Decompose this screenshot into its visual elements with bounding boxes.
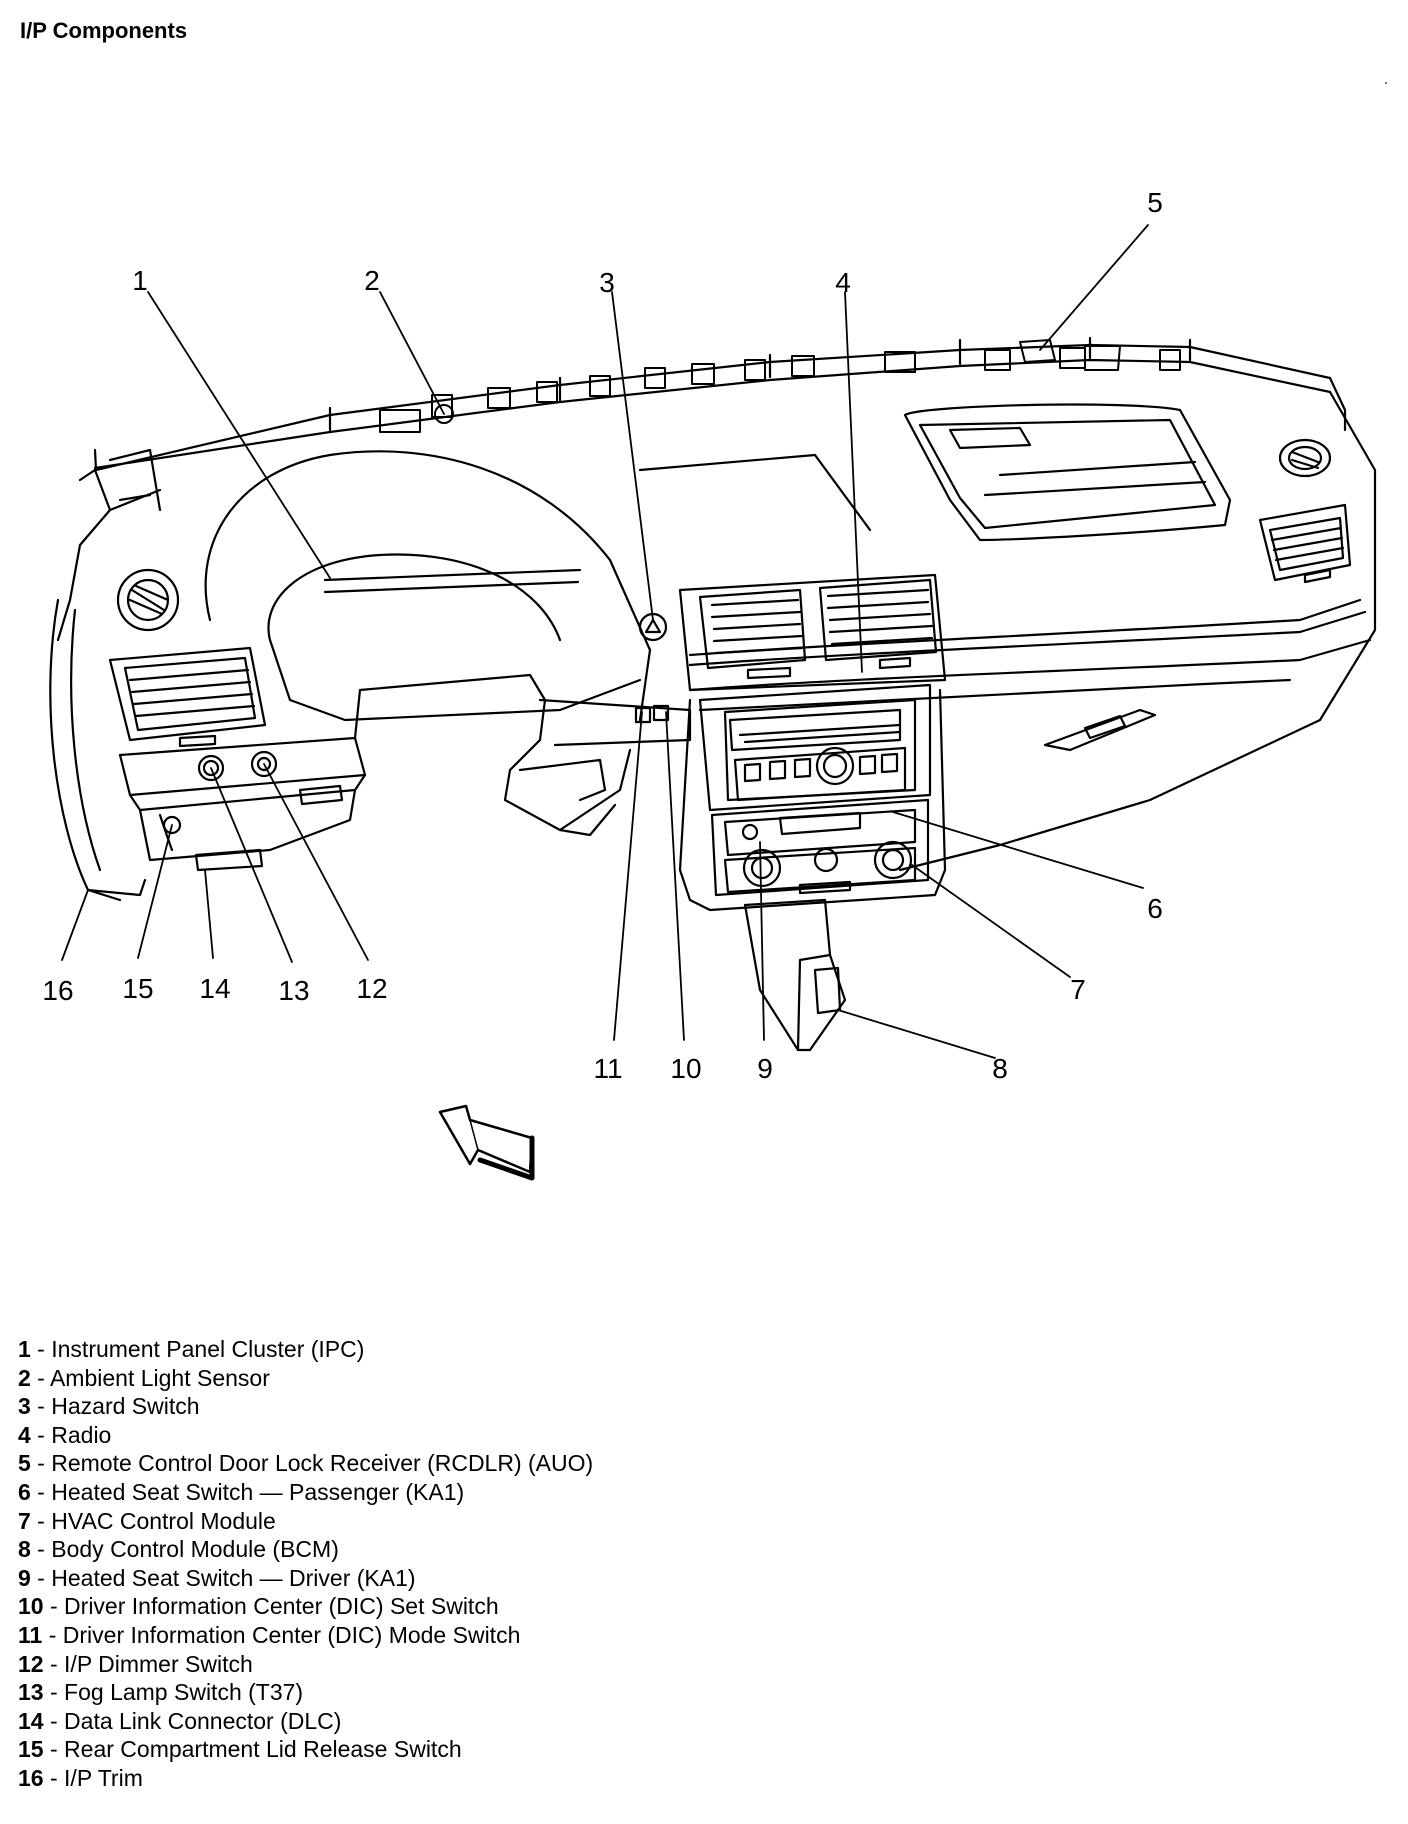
bcm — [743, 898, 847, 1052]
direction-arrow — [438, 1104, 535, 1181]
callout-1: 1 — [132, 265, 148, 296]
callout-10: 10 — [670, 1053, 701, 1084]
left-round-vent — [116, 568, 180, 632]
callout-14: 14 — [199, 973, 230, 1004]
callout-13: 13 — [278, 975, 309, 1006]
callout-15: 15 — [122, 973, 153, 1004]
callout-6: 6 — [1147, 893, 1163, 924]
callout-12: 12 — [356, 973, 387, 1004]
passenger-right-round-vent — [1278, 438, 1332, 478]
legend-item: 2 - Ambient Light Sensor — [18, 1364, 270, 1391]
instrument-panel-diagram: 1 2 3 4 5 6 7 8 9 10 11 12 13 14 15 16 — [42, 187, 1377, 1181]
dash-top-edge — [93, 336, 1332, 472]
ip-trim-left — [49, 448, 162, 902]
leader-lines — [61, 224, 1149, 1059]
legend-item: 7 - HVAC Control Module — [18, 1507, 276, 1534]
callout-16: 16 — [42, 975, 73, 1006]
legend-item: 16 - I/P Trim — [18, 1764, 143, 1791]
dash-body — [56, 376, 1377, 872]
callout-9: 9 — [757, 1053, 773, 1084]
legend-item: 6 - Heated Seat Switch — Passenger (KA1) — [18, 1478, 465, 1505]
callout-4: 4 — [835, 267, 851, 298]
callout-7: 7 — [1070, 974, 1086, 1005]
legend-item: 9 - Heated Seat Switch — Driver (KA1) — [18, 1564, 416, 1591]
component-legend: 1 - Instrument Panel Cluster (IPC) 2 - A… — [18, 1335, 593, 1793]
steering-column-area — [353, 673, 692, 837]
legend-item: 13 - Fog Lamp Switch (T37) — [18, 1679, 304, 1706]
legend-item: 14 - Data Link Connector (DLC) — [18, 1707, 342, 1734]
legend-item: 15 - Rear Compartment Lid Release Switch — [18, 1736, 462, 1763]
cluster-hood — [204, 450, 652, 722]
passenger-upper-storage — [903, 403, 1232, 542]
glove-box-handle — [1043, 708, 1157, 752]
legend-item: 12 - I/P Dimmer Switch — [18, 1650, 253, 1677]
legend-item: 4 - Radio — [18, 1421, 112, 1448]
defroster-slots — [379, 339, 1181, 433]
callout-labels: 1 2 3 4 5 6 7 8 9 10 11 12 13 14 15 16 — [42, 187, 1162, 1084]
page-title: I/P Components — [20, 18, 188, 43]
legend-item: 5 - Remote Control Door Lock Receiver (R… — [18, 1450, 594, 1477]
legend-item: 10 - Driver Information Center (DIC) Set… — [18, 1593, 499, 1620]
callout-3: 3 — [599, 267, 615, 298]
stray-dot — [1385, 82, 1387, 84]
center-stack — [638, 453, 947, 912]
lower-left-bezel — [118, 736, 367, 872]
left-rect-vent — [108, 646, 267, 748]
callout-8: 8 — [992, 1053, 1008, 1084]
legend-item: 3 - Hazard Switch — [18, 1393, 200, 1420]
legend-item: 1 - Instrument Panel Cluster (IPC) — [18, 1336, 365, 1362]
callout-11: 11 — [593, 1053, 622, 1084]
callout-2: 2 — [364, 265, 380, 296]
legend-item: 11 - Driver Information Center (DIC) Mod… — [18, 1621, 521, 1648]
callout-5: 5 — [1147, 187, 1163, 218]
passenger-rect-vent — [1258, 503, 1352, 584]
legend-item: 8 - Body Control Module (BCM) — [18, 1536, 339, 1563]
